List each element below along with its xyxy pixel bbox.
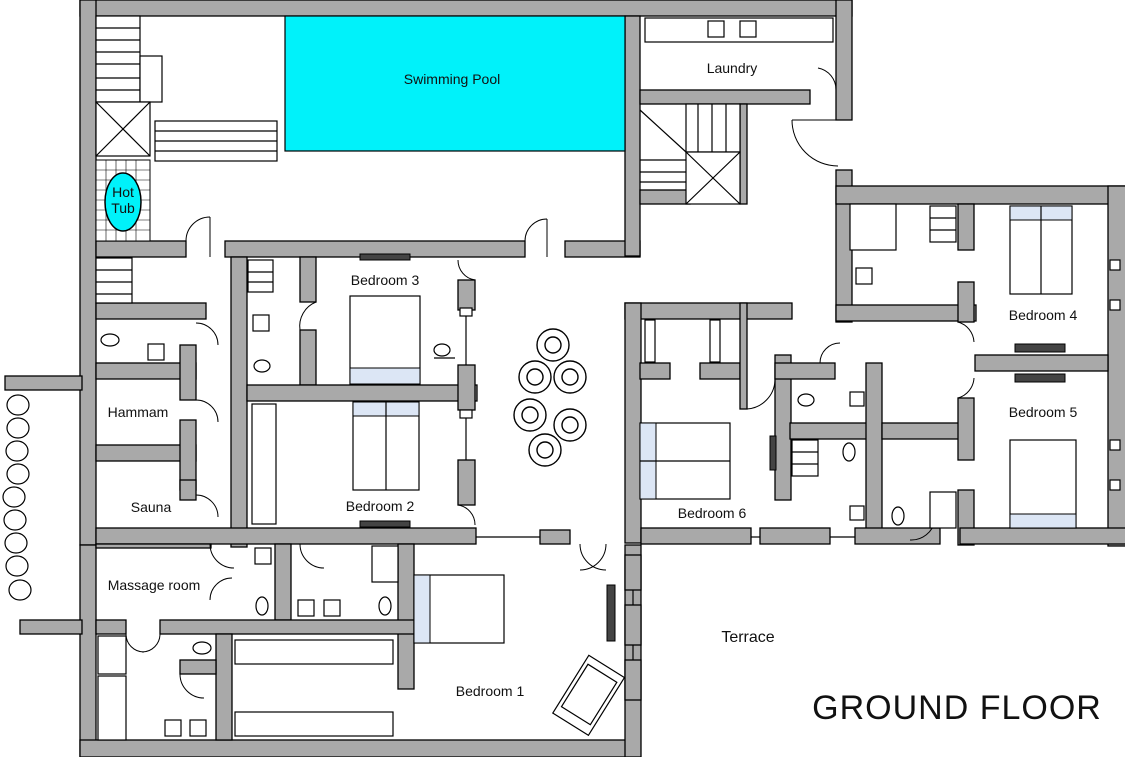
bedroom-3-label: Bedroom 3 bbox=[351, 272, 420, 288]
doors bbox=[125, 67, 975, 699]
left-staircase bbox=[95, 15, 163, 157]
windows bbox=[459, 259, 1121, 660]
sauna-label: Sauna bbox=[131, 499, 172, 515]
sun-lounger bbox=[551, 654, 626, 737]
swimming-pool-label: Swimming Pool bbox=[404, 71, 500, 87]
bedroom-2-label: Bedroom 2 bbox=[346, 498, 415, 514]
pool-steps bbox=[154, 120, 278, 162]
laundry-room: Laundry bbox=[644, 17, 834, 76]
interior-walls bbox=[95, 15, 1125, 741]
bedroom-4-label: Bedroom 4 bbox=[1009, 307, 1078, 323]
bathroom-fixtures bbox=[95, 203, 957, 741]
floor-title: GROUND FLOOR bbox=[812, 689, 1102, 727]
hot-tub-label-line1: Hot bbox=[112, 184, 134, 200]
bedroom-1-label: Bedroom 1 bbox=[456, 683, 525, 699]
central-staircase bbox=[639, 103, 741, 205]
hot-tub-label-line2: Tub bbox=[111, 200, 135, 216]
room-labels: Bedroom 3 Bedroom 2 Bedroom 4 Bedroom 5 … bbox=[108, 272, 1078, 699]
desk-chair bbox=[433, 343, 455, 359]
swimming-pool: Swimming Pool bbox=[284, 15, 626, 152]
hot-tub: Hot Tub bbox=[95, 159, 151, 242]
terrace-label: Terrace bbox=[721, 629, 774, 646]
tv-units bbox=[359, 253, 1066, 642]
massage-room-label: Massage room bbox=[108, 577, 201, 593]
garden-stones bbox=[2, 394, 32, 601]
hammam-label: Hammam bbox=[108, 404, 169, 420]
beds bbox=[349, 205, 1077, 644]
laundry-label: Laundry bbox=[707, 60, 758, 76]
bedroom-5-label: Bedroom 5 bbox=[1009, 404, 1078, 420]
plant-cluster bbox=[513, 328, 587, 467]
bedroom-6-label: Bedroom 6 bbox=[678, 505, 747, 521]
